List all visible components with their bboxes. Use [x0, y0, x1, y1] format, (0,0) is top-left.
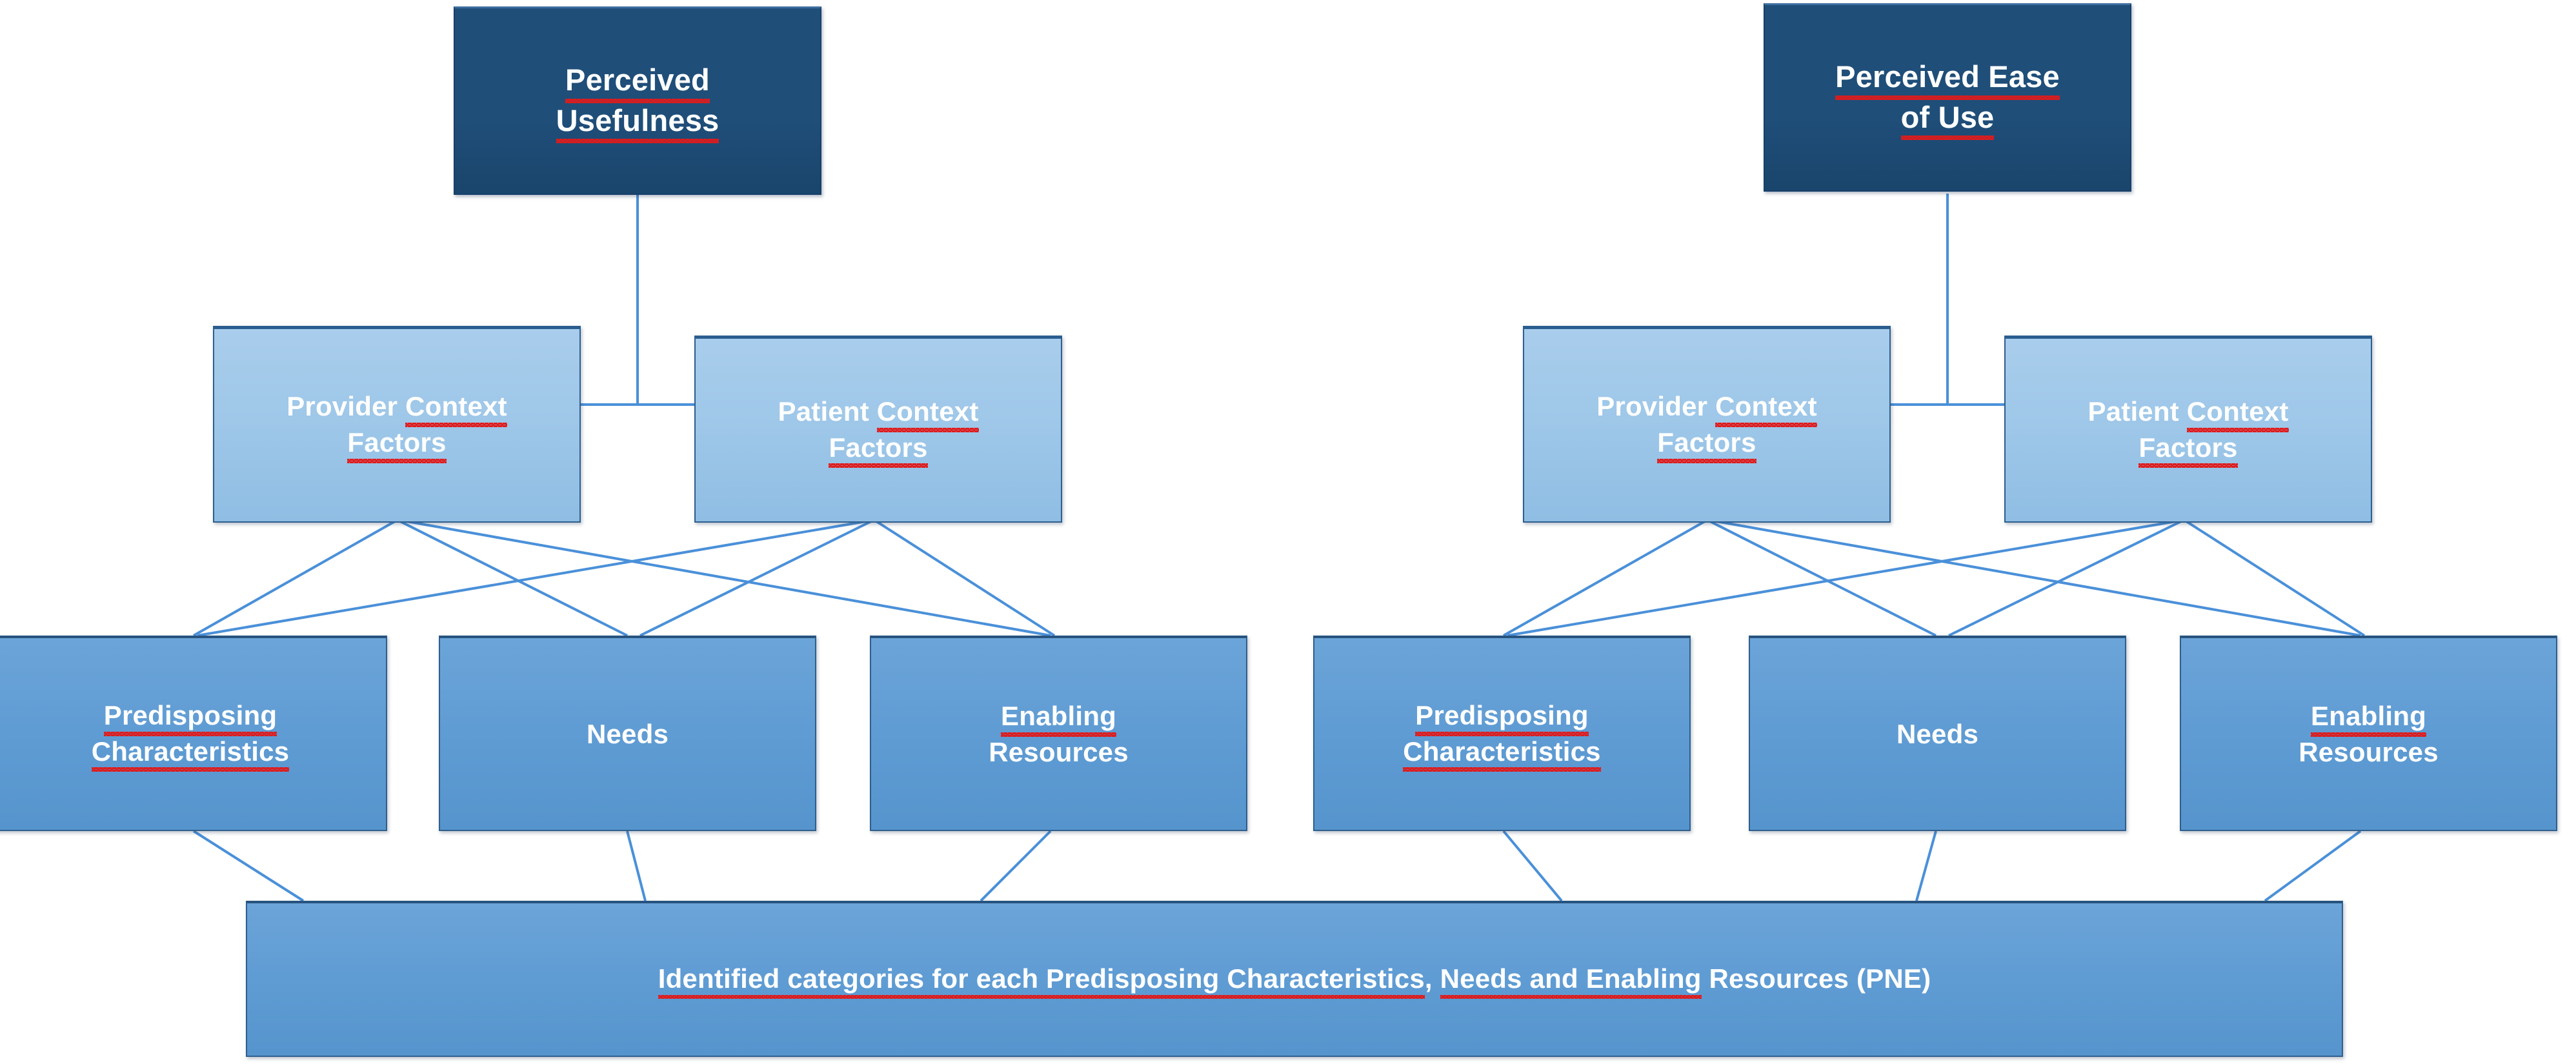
edge-provider-l-to-enabling-l: [406, 520, 1051, 637]
node-enabling-resources-right[interactable]: Enabling Resources: [2180, 636, 2557, 831]
edge-patient-l-to-predisposing-l: [197, 520, 867, 637]
edge-enabling-r-to-summary: [2264, 830, 2362, 902]
edge-enabling-l-to-summary: [980, 830, 1052, 902]
edge-predisposing-l-to-summary: [192, 830, 305, 902]
edge-provider-r-to-enabling-r: [1716, 520, 2361, 637]
node-pne-summary-bar[interactable]: Identified categories for each Predispos…: [246, 901, 2343, 1057]
node-line-2: Resources: [989, 736, 1129, 767]
node-perceived-usefulness[interactable]: Perceived Usefulness: [454, 6, 821, 195]
node-needs-right[interactable]: Needs: [1749, 636, 2126, 831]
edge-provider-r-to-needs-r: [1709, 520, 1937, 637]
node-line-2: of Use: [1900, 98, 1995, 140]
edge-patient-l-to-enabling-l: [875, 520, 1056, 637]
node-enabling-resources-left[interactable]: Enabling Resources: [870, 636, 1247, 831]
node-patient-context-factors-left[interactable]: Patient Context Factors: [694, 336, 1062, 523]
node-line-1: Perceived Ease: [1835, 57, 2060, 100]
summary-segment-3: Needs and Enabling: [1440, 961, 1702, 999]
node-line-1: Predisposing: [103, 698, 277, 736]
node-line-1: Perceived: [565, 61, 710, 103]
node-word-context: Context: [1715, 389, 1817, 427]
node-label: Provider Context Factors: [1596, 389, 1817, 463]
summary-segment-2: ,: [1424, 963, 1440, 994]
node-predisposing-characteristics-left[interactable]: Predisposing Characteristics: [0, 636, 387, 831]
edge-patient-r-to-predisposing-r: [1507, 520, 2177, 637]
node-line-2: Resources: [2299, 736, 2439, 767]
node-label: Perceived Ease of Use: [1835, 57, 2060, 140]
edge-needs-r-to-summary: [1915, 830, 1937, 901]
node-line-1: Enabling: [2311, 699, 2426, 737]
node-line-2: Characteristics: [1403, 734, 1601, 772]
node-line-2: Factors: [347, 425, 447, 463]
summary-segment-1: Identified categories for each Predispos…: [658, 961, 1425, 999]
node-line-2: Usefulness: [556, 101, 719, 143]
node-label: Provider Context Factors: [287, 389, 507, 463]
node-line-1: Predisposing: [1415, 698, 1589, 736]
node-label: Predisposing Characteristics: [1403, 698, 1601, 772]
node-predisposing-characteristics-right[interactable]: Predisposing Characteristics: [1313, 636, 1691, 831]
node-line-2: Characteristics: [91, 734, 290, 772]
summary-segment-4: Resources (PNE): [1701, 963, 1931, 994]
node-line-2: Factors: [829, 430, 928, 468]
node-word-context: Context: [405, 389, 507, 427]
edge-predisposing-r-to-summary: [1502, 830, 1563, 902]
edge-provider-r-to-predisposing-r: [1503, 520, 1706, 637]
edge-patient-l-to-needs-l: [639, 520, 872, 637]
node-line-2: Factors: [1657, 425, 1756, 463]
node-label: Patient Context Factors: [778, 394, 979, 468]
node-word-context: Context: [876, 394, 979, 432]
node-provider-context-factors-right[interactable]: Provider Context Factors: [1523, 326, 1891, 523]
node-label: Enabling Resources: [2299, 699, 2439, 770]
node-line-2: Factors: [2138, 430, 2238, 468]
node-word-context: Context: [2186, 394, 2289, 432]
node-line-1: Needs: [586, 718, 669, 749]
node-label: Perceived Usefulness: [556, 61, 719, 143]
node-line-1: Enabling: [1001, 699, 1116, 737]
edge-provider-l-to-predisposing-l: [193, 520, 396, 637]
node-label: Patient Context Factors: [2088, 394, 2289, 468]
node-patient-context-factors-right[interactable]: Patient Context Factors: [2004, 336, 2372, 523]
node-label: Enabling Resources: [989, 699, 1129, 770]
node-provider-context-factors-left[interactable]: Provider Context Factors: [213, 326, 581, 523]
node-label: Needs: [1897, 717, 1978, 752]
node-line-1: Needs: [1896, 718, 1979, 749]
edge-patient-r-to-enabling-r: [2185, 520, 2366, 637]
node-needs-left[interactable]: Needs: [439, 636, 816, 831]
node-label: Identified categories for each Predispos…: [658, 961, 1931, 999]
node-label: Needs: [587, 717, 669, 752]
node-perceived-ease-of-use[interactable]: Perceived Ease of Use: [1764, 3, 2131, 192]
edge-patient-r-to-needs-r: [1948, 520, 2182, 637]
edge-needs-l-to-summary: [626, 830, 647, 901]
node-label: Predisposing Characteristics: [91, 698, 290, 772]
edge-provider-l-to-needs-l: [399, 520, 628, 637]
